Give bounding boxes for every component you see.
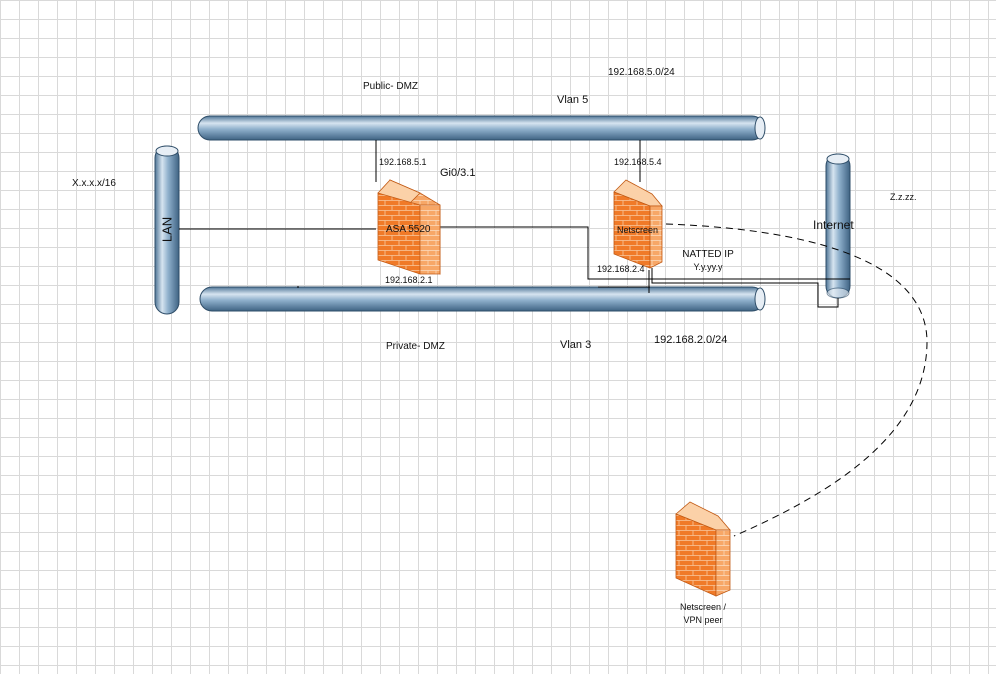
netscreen-firewall-icon [613,179,663,269]
internet-subnet-label: Z.z.zz. [890,192,917,202]
natted-ip-label: NATTED IP [682,249,734,260]
lan-pipe [154,145,180,315]
lan-label: LAN [159,216,175,243]
vpn-peer-label-line1: Netscreen / [679,602,727,612]
vlan3-label: Vlan 3 [560,339,592,351]
connection-lines [179,140,850,308]
lan-subnet-label: X.x.x.x/16 [72,178,116,189]
vpn-peer-firewall-icon [675,501,731,597]
gi-port-label: Gi0/3.1 [440,167,476,179]
vlan5-pipe [197,115,766,141]
asa-vlan5-ip-label: 192.168.5.1 [379,157,427,167]
vpn-peer-label-line2: VPN peer [683,615,723,625]
vpn-tunnel-link [665,223,928,537]
netscreen-vlan3-ip-label: 192.168.2.4 [597,264,645,274]
asa-to-natted-line [438,226,850,280]
internet-pipe [825,153,851,299]
vlan5-label: Vlan 5 [557,94,589,106]
private-dmz-label: Private- DMZ [386,341,445,352]
asa-5520-firewall-icon [377,179,441,275]
netscreen-label: Netscreen [617,225,659,235]
asa-label: ASA 5520 [386,224,431,235]
asa-vlan3-ip-label: 192.168.2.1 [385,275,433,285]
public-dmz-label: Public- DMZ [363,81,419,92]
vlan5-subnet-label: 192.168.5.0/24 [608,67,675,78]
internet-label: Internet [813,218,854,232]
vlan3-pipe [199,286,766,312]
netscreen-vlan5-ip-label: 192.168.5.4 [614,157,662,167]
vlan3-subnet-label: 192.168.2.0/24 [654,334,728,346]
natted-ip-value: Y.y.yy.y [693,262,723,272]
netscreen-to-internet-line [651,268,839,308]
